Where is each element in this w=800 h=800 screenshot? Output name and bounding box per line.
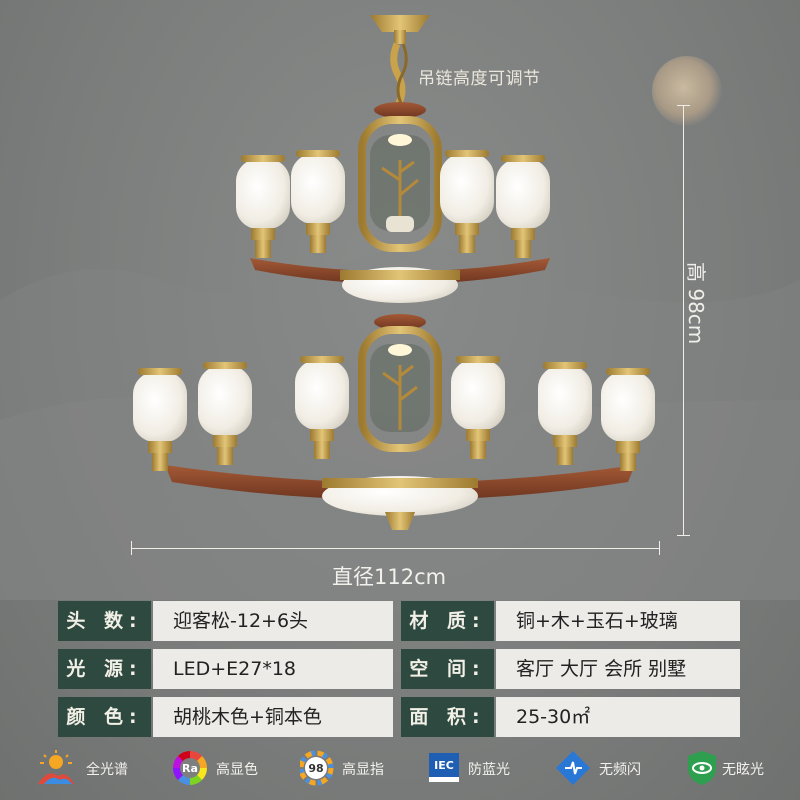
diameter-dimension-right-tick	[659, 541, 660, 555]
height-dimension-bottom-tick	[677, 535, 690, 536]
spec-row: 头 数: 迎客松-12+6头 材 质: 铜+木+玉石+玻璃	[58, 601, 740, 641]
moon-decoration	[652, 56, 722, 126]
cri-badge: 98	[308, 762, 323, 775]
ra-color-icon: Ra	[173, 751, 207, 785]
iec-certification-icon: IEC	[429, 753, 459, 782]
spec-value-color: 胡桃木色+铜本色	[153, 697, 393, 737]
spec-value-material: 铜+木+玉石+玻璃	[496, 601, 740, 641]
spec-label-heads: 头 数:	[58, 601, 151, 641]
chandelier-illustration	[133, 15, 655, 530]
diameter-dimension-line	[131, 548, 659, 549]
spec-label-light-source: 光 源:	[58, 649, 151, 689]
spec-row: 颜 色: 胡桃木色+铜本色 面 积: 25-30㎡	[58, 697, 740, 737]
height-label: 高 98cm	[684, 262, 708, 345]
diameter-dimension-left-tick	[131, 541, 132, 555]
spec-value-light-source: LED+E27*18	[153, 649, 393, 689]
spec-label-color: 颜 色:	[58, 697, 151, 737]
feature-label: 全光谱	[86, 762, 128, 778]
feature-label: 无眩光	[722, 762, 764, 778]
chain-adjustable-note: 吊链高度可调节	[418, 69, 541, 89]
feature-bar: 全光谱 Ra 高显色	[0, 740, 800, 795]
spec-label-area: 面 积:	[401, 697, 494, 737]
anti-glare-icon	[688, 751, 716, 785]
feature-label: 防蓝光	[468, 762, 510, 778]
spec-value-area: 25-30㎡	[496, 697, 740, 737]
spec-label-space: 空 间:	[401, 649, 494, 689]
feature-label: 高显指	[342, 762, 384, 778]
height-dimension-line	[683, 105, 684, 535]
spec-value-heads: 迎客松-12+6头	[153, 601, 393, 641]
ra-badge: Ra	[182, 762, 198, 775]
spec-row: 光 源: LED+E27*18 空 间: 客厅 大厅 会所 别墅	[58, 649, 740, 689]
cri-98-icon: 98	[300, 750, 334, 786]
full-spectrum-icon	[38, 750, 74, 784]
diameter-label: 直径112cm	[332, 565, 447, 589]
feature-label: 无频闪	[599, 762, 641, 778]
iec-badge: IEC	[434, 759, 454, 772]
no-flicker-icon	[556, 751, 590, 785]
height-dimension-top-tick	[677, 105, 690, 106]
spec-value-space: 客厅 大厅 会所 别墅	[496, 649, 740, 689]
spec-label-material: 材 质:	[401, 601, 494, 641]
feature-label: 高显色	[216, 762, 258, 778]
